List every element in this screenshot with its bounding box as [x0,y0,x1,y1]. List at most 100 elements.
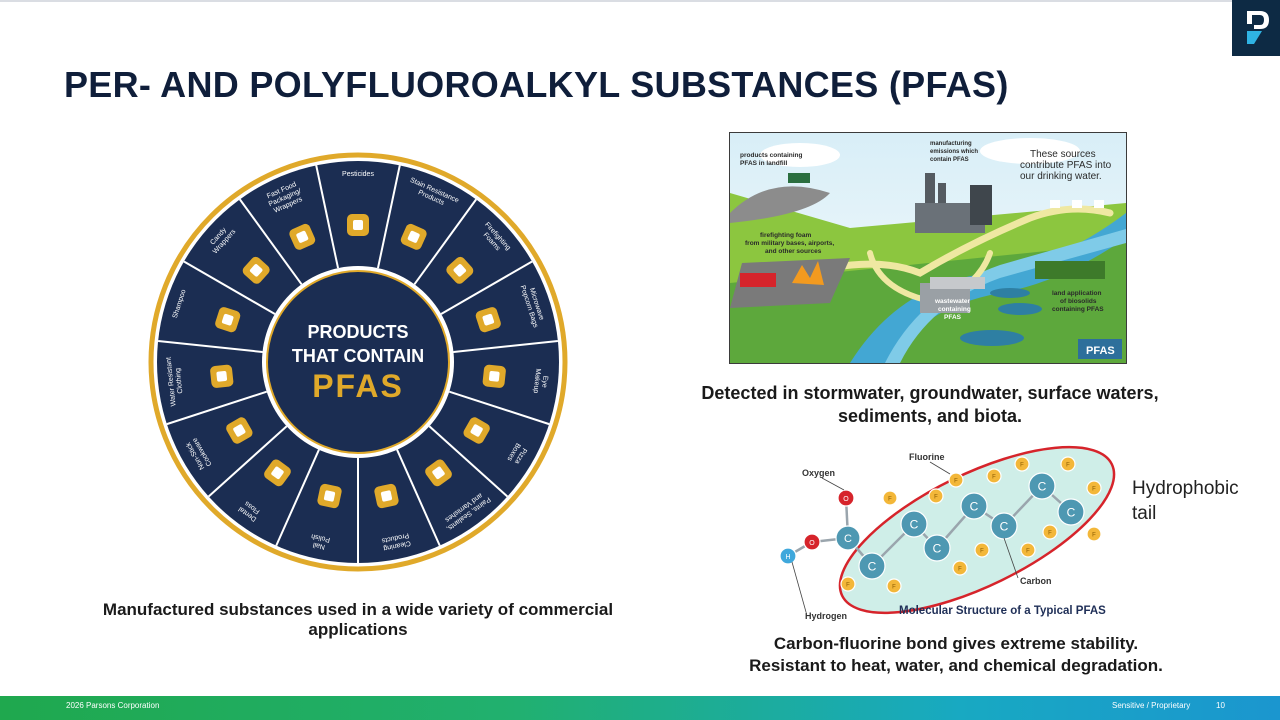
wheel-segment-divider [376,165,401,269]
carbon-atom: C [900,510,928,538]
fluorine-atom: F [882,490,898,506]
wheel-segment-divider [183,260,276,315]
hydrophobic-line-1: Hydrophobic [1132,478,1239,499]
foam-label-3: and other sources [765,248,822,255]
svg-text:F: F [980,548,984,554]
sources-label-2: contribute PFAS into [1020,160,1112,171]
carbon-atom: C [1028,472,1056,500]
spray-hand-icon [400,223,427,250]
detection-caption-line-2: sediments, and biota. [837,406,1023,426]
svg-text:O: O [809,540,815,547]
svg-text:F: F [992,474,996,480]
popcorn-bag-icon [475,307,501,333]
svg-text:F: F [954,478,958,484]
biosolids-label-1: land application [1052,290,1102,297]
fluorine-atom: F [986,468,1002,484]
carbon-atom: C [858,552,886,580]
truck-icon [788,173,810,183]
house-icon [1050,200,1060,208]
treatment-tank [960,330,1024,346]
jacket-icon [210,364,234,388]
pfas-badge [1078,339,1122,359]
fluorine-atom: F [948,472,964,488]
footer-copyright: 2026 Parsons Corporation [66,701,160,710]
wheel-segment-divider [428,425,509,498]
fire-icon [446,256,474,284]
wheel-center-pfas: PFAS [312,368,404,404]
svg-text:F: F [934,494,938,500]
factory-tower [970,185,992,225]
wheel-segment-divider [157,339,263,353]
svg-text:C: C [970,500,979,514]
products-caption-line-1: Manufactured substances used in a wide v… [102,600,614,619]
emissions-label-2: emissions which [930,149,978,155]
landfill-label-2: PFAS in landfill [740,160,788,167]
fire-truck-icon [740,273,776,287]
pizza-box-icon [463,417,490,444]
river-highlight [885,229,1126,363]
treatment-tank [998,303,1042,315]
carbon-atom: C [1057,498,1085,526]
wheel-segment-divider [207,425,288,498]
house-icon [1072,200,1082,208]
wheel-segment-divider [166,390,268,426]
svg-text:C: C [910,518,919,532]
house-icon [1094,200,1104,208]
svg-text:F: F [888,496,892,502]
treatment-tank [990,288,1030,298]
spray-bottle-icon [347,214,369,236]
page-number: 10 [1216,701,1225,710]
leader-line [821,477,845,491]
fluorine-atom: F [886,578,902,594]
svg-text:F: F [846,582,850,588]
shampoo-icon [215,307,241,333]
svg-text:F: F [1066,462,1070,468]
slide-title: PER- AND POLYFLUOROALKYL SUBSTANCES (PFA… [64,64,1009,105]
fluorine-label: Fluorine [909,452,945,462]
frying-pan-icon [226,417,253,444]
stability-caption: Carbon-fluorine bond gives extreme stabi… [700,633,1212,677]
wheel-segment-divider [275,449,320,547]
fluorine-atom: F [840,576,856,592]
cleaning-spray-icon [374,483,399,509]
top-border-line [0,0,1280,2]
fluorine-atom: F [974,542,990,558]
wastewater-building [930,277,985,289]
mascara-icon [482,364,506,388]
pfas-badge-label: PFAS [1086,345,1115,357]
wheel-segment-label: Nail [312,541,326,550]
fluorine-atom: F [952,560,968,576]
svg-text:C: C [933,542,942,556]
fluorine-atom: F [928,488,944,504]
svg-text:F: F [958,566,962,572]
svg-text:H: H [785,554,790,561]
foam-label-1: firefighting foam [760,232,811,239]
svg-text:O: O [843,496,849,503]
fluorine-atom: F [1086,526,1102,542]
fluorine-atom: F [1014,456,1030,472]
wheel-segment-divider [315,165,340,269]
smokestack [938,183,946,213]
hydrogen-label: Hydrogen [805,611,847,621]
wheel-segment-label: Polish [311,532,331,543]
cloud [760,143,840,167]
wheel-segment-divider [448,390,550,426]
candy-icon [242,256,270,284]
smokestack [925,173,935,213]
oxygen-atom: O [803,533,821,551]
cloud [980,138,1080,164]
foam-label-2: from military bases, airports, [745,240,834,247]
wheel-center [266,270,450,454]
wheel-center-line-1: PRODUCTS [307,322,408,342]
hydrophobic-tail-ellipse [838,445,1116,615]
products-caption: Manufactured substances used in a wide v… [66,600,650,640]
wheel-segment: Pesticides [342,171,374,236]
emissions-label-1: manufacturing [930,141,972,147]
svg-text:C: C [1000,520,1009,534]
